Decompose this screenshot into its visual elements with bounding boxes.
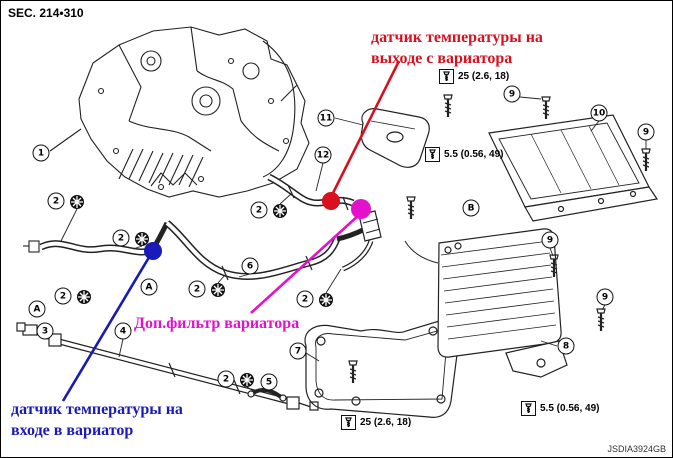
- annotation-outlet-line1: датчик температуры на: [371, 29, 543, 46]
- callout-2: 2: [47, 192, 65, 210]
- sensor-bracket-drawing: [360, 108, 430, 168]
- annotation-filter: Доп.фильтр вариатора: [134, 313, 299, 334]
- callout-4: 4: [114, 322, 132, 340]
- bolt-icon: [439, 69, 454, 84]
- callout-12: 12: [314, 146, 332, 164]
- filter-marker: [351, 199, 371, 219]
- callout-2: 2: [250, 201, 268, 219]
- callout-2: 2: [112, 229, 130, 247]
- callout-8: 8: [557, 337, 575, 355]
- callout-2: 2: [188, 280, 206, 298]
- inlet-sensor-marker: [144, 242, 162, 260]
- middle-hose-drawing: [164, 220, 367, 281]
- annotation-inlet-sensor: датчик температуры на входе в вариатор: [11, 399, 183, 441]
- callout-9: 9: [596, 288, 614, 306]
- callout-2: 2: [54, 287, 72, 305]
- torque-value: 25 (2.6, 18): [458, 71, 510, 82]
- callout-2: 2: [217, 370, 235, 388]
- lower-pipe-drawing: [16, 322, 319, 411]
- annotation-outlet-line2: выходе с вариатора: [371, 50, 513, 67]
- torque-value: 5.5 (0.56, 49): [444, 149, 504, 160]
- shroud-frame-drawing: [488, 114, 659, 222]
- bolt-icon: [341, 415, 356, 430]
- shield-plate-drawing: [304, 317, 462, 418]
- annotation-inlet-line1: датчик температуры на: [11, 401, 183, 418]
- torque-spec-25: 25 (2.6, 18): [439, 69, 509, 84]
- callout-10: 10: [590, 104, 608, 122]
- outlet-sensor-marker: [322, 192, 340, 210]
- section-label: SEC. 214•310: [8, 6, 84, 20]
- outlet-hose-drawing: [267, 173, 382, 272]
- callout-9: 9: [637, 123, 655, 141]
- callout-letter-b: B: [462, 199, 480, 217]
- torque-spec-55: 5.5 (0.56, 49): [521, 401, 599, 416]
- callout-3: 3: [36, 322, 54, 340]
- diagram-id: JSDIA3924GB: [607, 444, 666, 454]
- oil-cooler-drawing: [404, 228, 568, 378]
- callout-7: 7: [289, 342, 307, 360]
- torque-value: 5.5 (0.56, 49): [540, 403, 600, 414]
- torque-value: 25 (2.6, 18): [360, 417, 412, 428]
- bolt-icon: [425, 147, 440, 162]
- callout-9: 9: [503, 85, 521, 103]
- bolt-icon: [521, 401, 536, 416]
- callout-11: 11: [317, 109, 335, 127]
- annotation-outlet-sensor: датчик температуры на выходе с вариатора: [371, 27, 543, 69]
- callout-6: 6: [241, 257, 259, 275]
- inlet-annotation-line: [61, 253, 153, 402]
- callout-letter-a: A: [140, 278, 158, 296]
- callout-letter-a: A: [28, 300, 46, 318]
- annotation-inlet-line2: входе в вариатор: [11, 422, 134, 439]
- outlet-annotation-line: [330, 60, 401, 196]
- leader-lines: [37, 96, 647, 393]
- callout-1: 1: [32, 144, 50, 162]
- filter-annotation-line: [250, 214, 360, 314]
- callout-9: 9: [541, 231, 559, 249]
- torque-spec-25: 25 (2.6, 18): [341, 415, 411, 430]
- torque-spec-55: 5.5 (0.56, 49): [425, 147, 503, 162]
- annotation-filter-label: Доп.фильтр вариатора: [134, 315, 300, 332]
- engine-transmission-drawing: [49, 26, 310, 198]
- callout-2: 2: [296, 290, 314, 308]
- callout-5: 5: [260, 373, 278, 391]
